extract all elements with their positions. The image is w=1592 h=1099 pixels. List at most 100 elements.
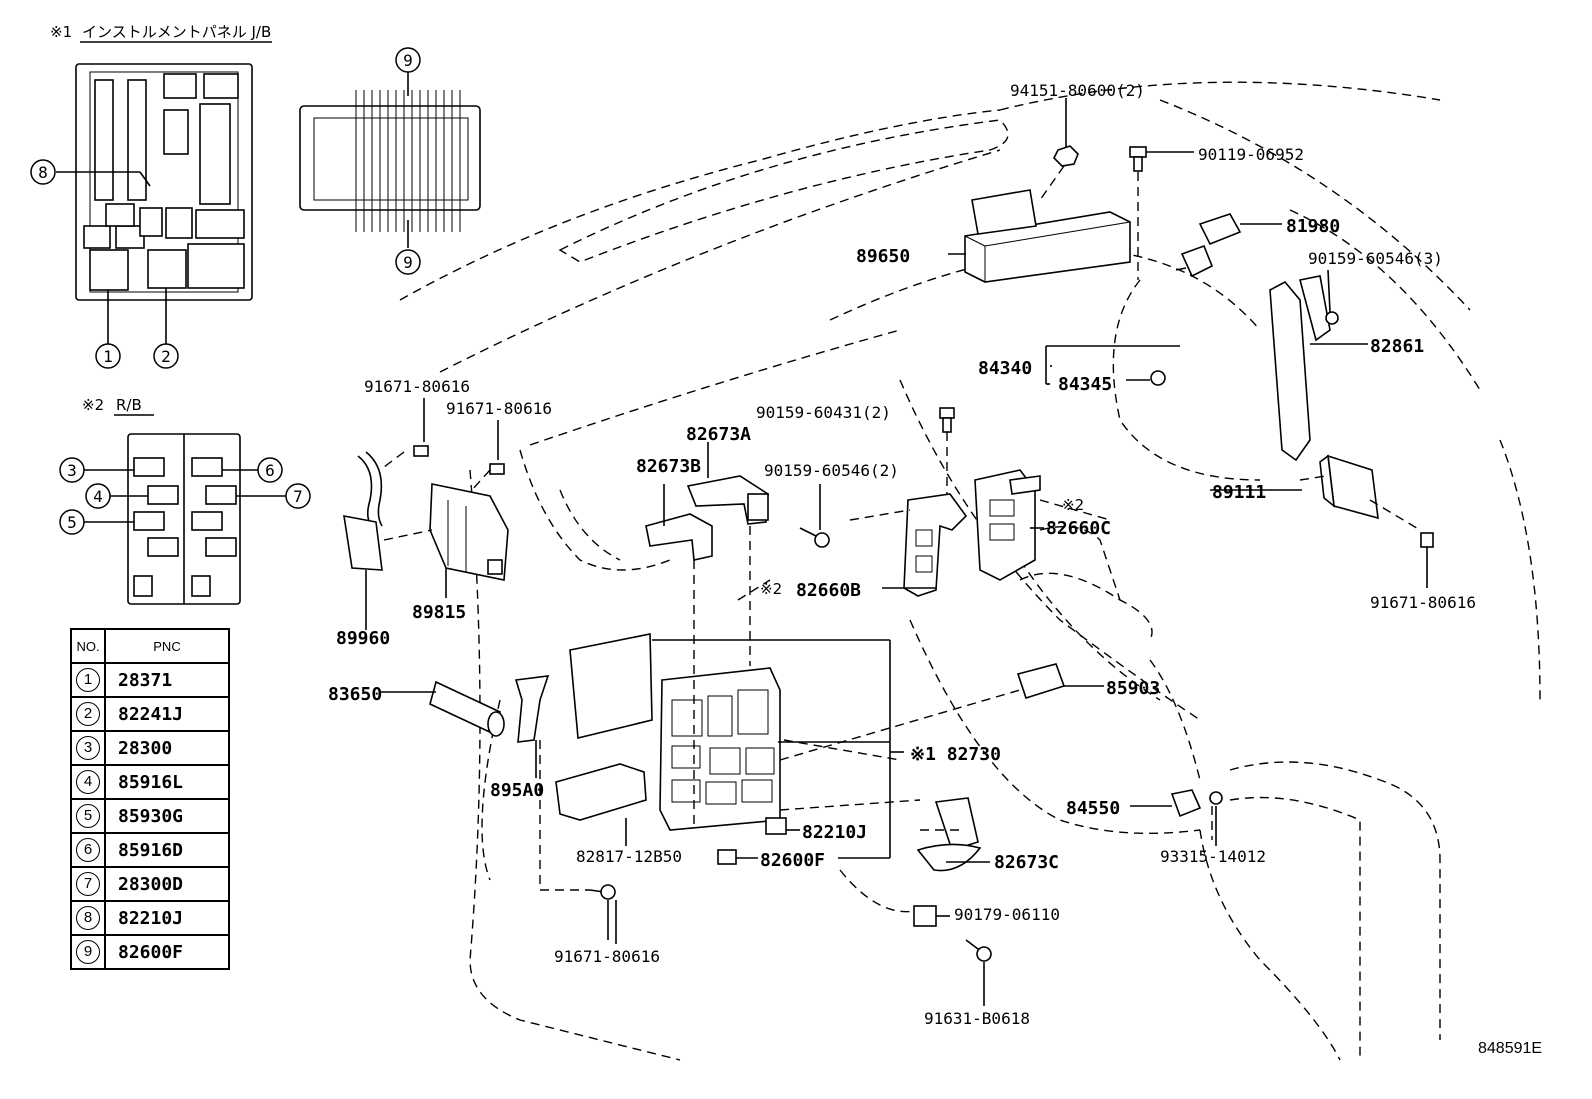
part-82673B-holder: [645, 513, 713, 561]
row-number: 9: [76, 940, 100, 964]
label-mark2-b: ※2: [760, 580, 782, 598]
part-89111-receiver: [1319, 454, 1434, 588]
label-93315-14012: 93315-14012: [1160, 847, 1266, 866]
label-91631-B0618: 91631-B0618: [924, 1009, 1030, 1028]
row-pnc: 82210J: [104, 900, 230, 936]
callout-3: 3: [59, 457, 85, 483]
row-pnc: 82241J: [104, 696, 230, 732]
callout-7: 7: [285, 483, 311, 509]
row-pnc: 85916L: [104, 764, 230, 800]
part-82861-bracket: [1269, 275, 1339, 462]
label-mark2-a: ※2: [1062, 496, 1084, 514]
row-number: 8: [76, 906, 100, 930]
part-90119-screw: [1129, 146, 1147, 172]
callout-5-text: 5: [67, 513, 77, 532]
row-pnc: 85916D: [104, 832, 230, 868]
label-895A0: 895A0: [490, 780, 544, 801]
part-84340-switch: [1150, 244, 1214, 386]
table-row: 1 28371: [70, 662, 230, 698]
reference-code: 848591E: [1478, 1040, 1543, 1057]
label-90159-60546-3: 90159-60546(3): [1308, 249, 1443, 268]
callout-7-text: 7: [293, 487, 303, 506]
part-90179-nut: [913, 905, 937, 927]
row-pnc: 28300D: [104, 866, 230, 902]
row-number: 5: [76, 804, 100, 828]
table-row: 5 85930G: [70, 798, 230, 834]
callout-2-text: 2: [161, 347, 171, 366]
label-90159-60431: 90159-60431(2): [756, 403, 891, 422]
label-82673B: 82673B: [636, 456, 701, 477]
callout-5: 5: [59, 509, 85, 535]
row-number: 2: [76, 702, 100, 726]
row-number: 7: [76, 872, 100, 896]
part-895A0-sensor: [514, 675, 550, 743]
label-89111: 89111: [1212, 482, 1266, 503]
part-94151-nut: [1053, 145, 1079, 167]
row-number: 1: [76, 668, 100, 692]
row-pnc: 28300: [104, 730, 230, 766]
label-94151-80600: 94151-80600(2): [1010, 81, 1145, 100]
label-82600F: 82600F: [760, 850, 825, 871]
part-labels: 94151-80600(2) 90119-06952 81980 89650 9…: [328, 81, 1476, 1028]
label-84550: 84550: [1066, 798, 1120, 819]
row-number: 6: [76, 838, 100, 862]
callout-9-bottom-text: 9: [403, 253, 413, 272]
inset-rb: ※2 R/B: [82, 396, 286, 605]
header-pnc: PNC: [104, 628, 230, 664]
table-row: 6 85916D: [70, 832, 230, 868]
callout-8: 8: [30, 159, 56, 185]
label-82660C: 82660C: [1046, 518, 1111, 539]
inset-jb-prefix: ※1: [50, 23, 72, 41]
callout-9-bottom: 9: [395, 249, 421, 275]
row-number: 3: [76, 736, 100, 760]
label-83650: 83650: [328, 684, 382, 705]
label-89815: 89815: [412, 602, 466, 623]
callout-6: 6: [257, 457, 283, 483]
label-91671-80616-c: 91671-80616: [1370, 593, 1476, 612]
inset-jb-title: インストルメントパネル J/B: [82, 23, 271, 41]
label-89650: 89650: [856, 246, 910, 267]
leader-lines: [380, 98, 1368, 1006]
part-91671-lower-bolt: [589, 884, 616, 940]
label-91671-80616-d: 91671-80616: [554, 947, 660, 966]
label-82210J: 82210J: [802, 822, 867, 843]
table-row: 8 82210J: [70, 900, 230, 936]
part-81980-sensor: [1198, 213, 1242, 246]
part-84550-switch: [1170, 789, 1223, 818]
part-82817-cover: [555, 763, 647, 821]
callout-4-text: 4: [93, 487, 103, 506]
callout-2: 2: [153, 343, 179, 369]
part-89650-module: [964, 189, 1131, 283]
callout-9-top: 9: [395, 47, 421, 73]
pnc-table: NO. PNC 1 28371 2 82241J 3 28300 4 85916…: [70, 628, 230, 970]
connector-82600f: [299, 72, 481, 248]
row-pnc: 85930G: [104, 798, 230, 834]
part-82600F-connector: [717, 849, 737, 865]
part-90159-60431-bolt: [939, 407, 955, 500]
label-82730: ※1 82730: [910, 744, 1001, 765]
callout-4: 4: [85, 483, 111, 509]
label-90119-06952: 90119-06952: [1198, 145, 1304, 164]
part-91631-bolt: [965, 939, 992, 962]
part-82660B-bracket: [903, 493, 968, 597]
callout-1: 1: [95, 343, 121, 369]
part-83650-buzzer: [429, 680, 505, 737]
table-row: 4 85916L: [70, 764, 230, 800]
table-header-row: NO. PNC: [70, 628, 230, 664]
table-row: 7 28300D: [70, 866, 230, 902]
label-84345: 84345: [1058, 374, 1112, 395]
part-89960-sensor: [343, 451, 383, 630]
label-82861: 82861: [1370, 336, 1424, 357]
part-90159-60546-bolt: [799, 527, 830, 548]
assembly-lines: [379, 165, 1421, 891]
part-89815-ecu: [413, 398, 509, 598]
table-row: 2 82241J: [70, 696, 230, 732]
label-91671-80616-a: 91671-80616: [364, 377, 470, 396]
label-85903: 85903: [1106, 678, 1160, 699]
inset-rb-prefix: ※2: [82, 396, 104, 414]
label-89960: 89960: [336, 628, 390, 649]
inset-jb: ※1 インストルメントパネル J/B: [50, 23, 272, 344]
row-pnc: 82600F: [104, 934, 230, 970]
row-number: 4: [76, 770, 100, 794]
